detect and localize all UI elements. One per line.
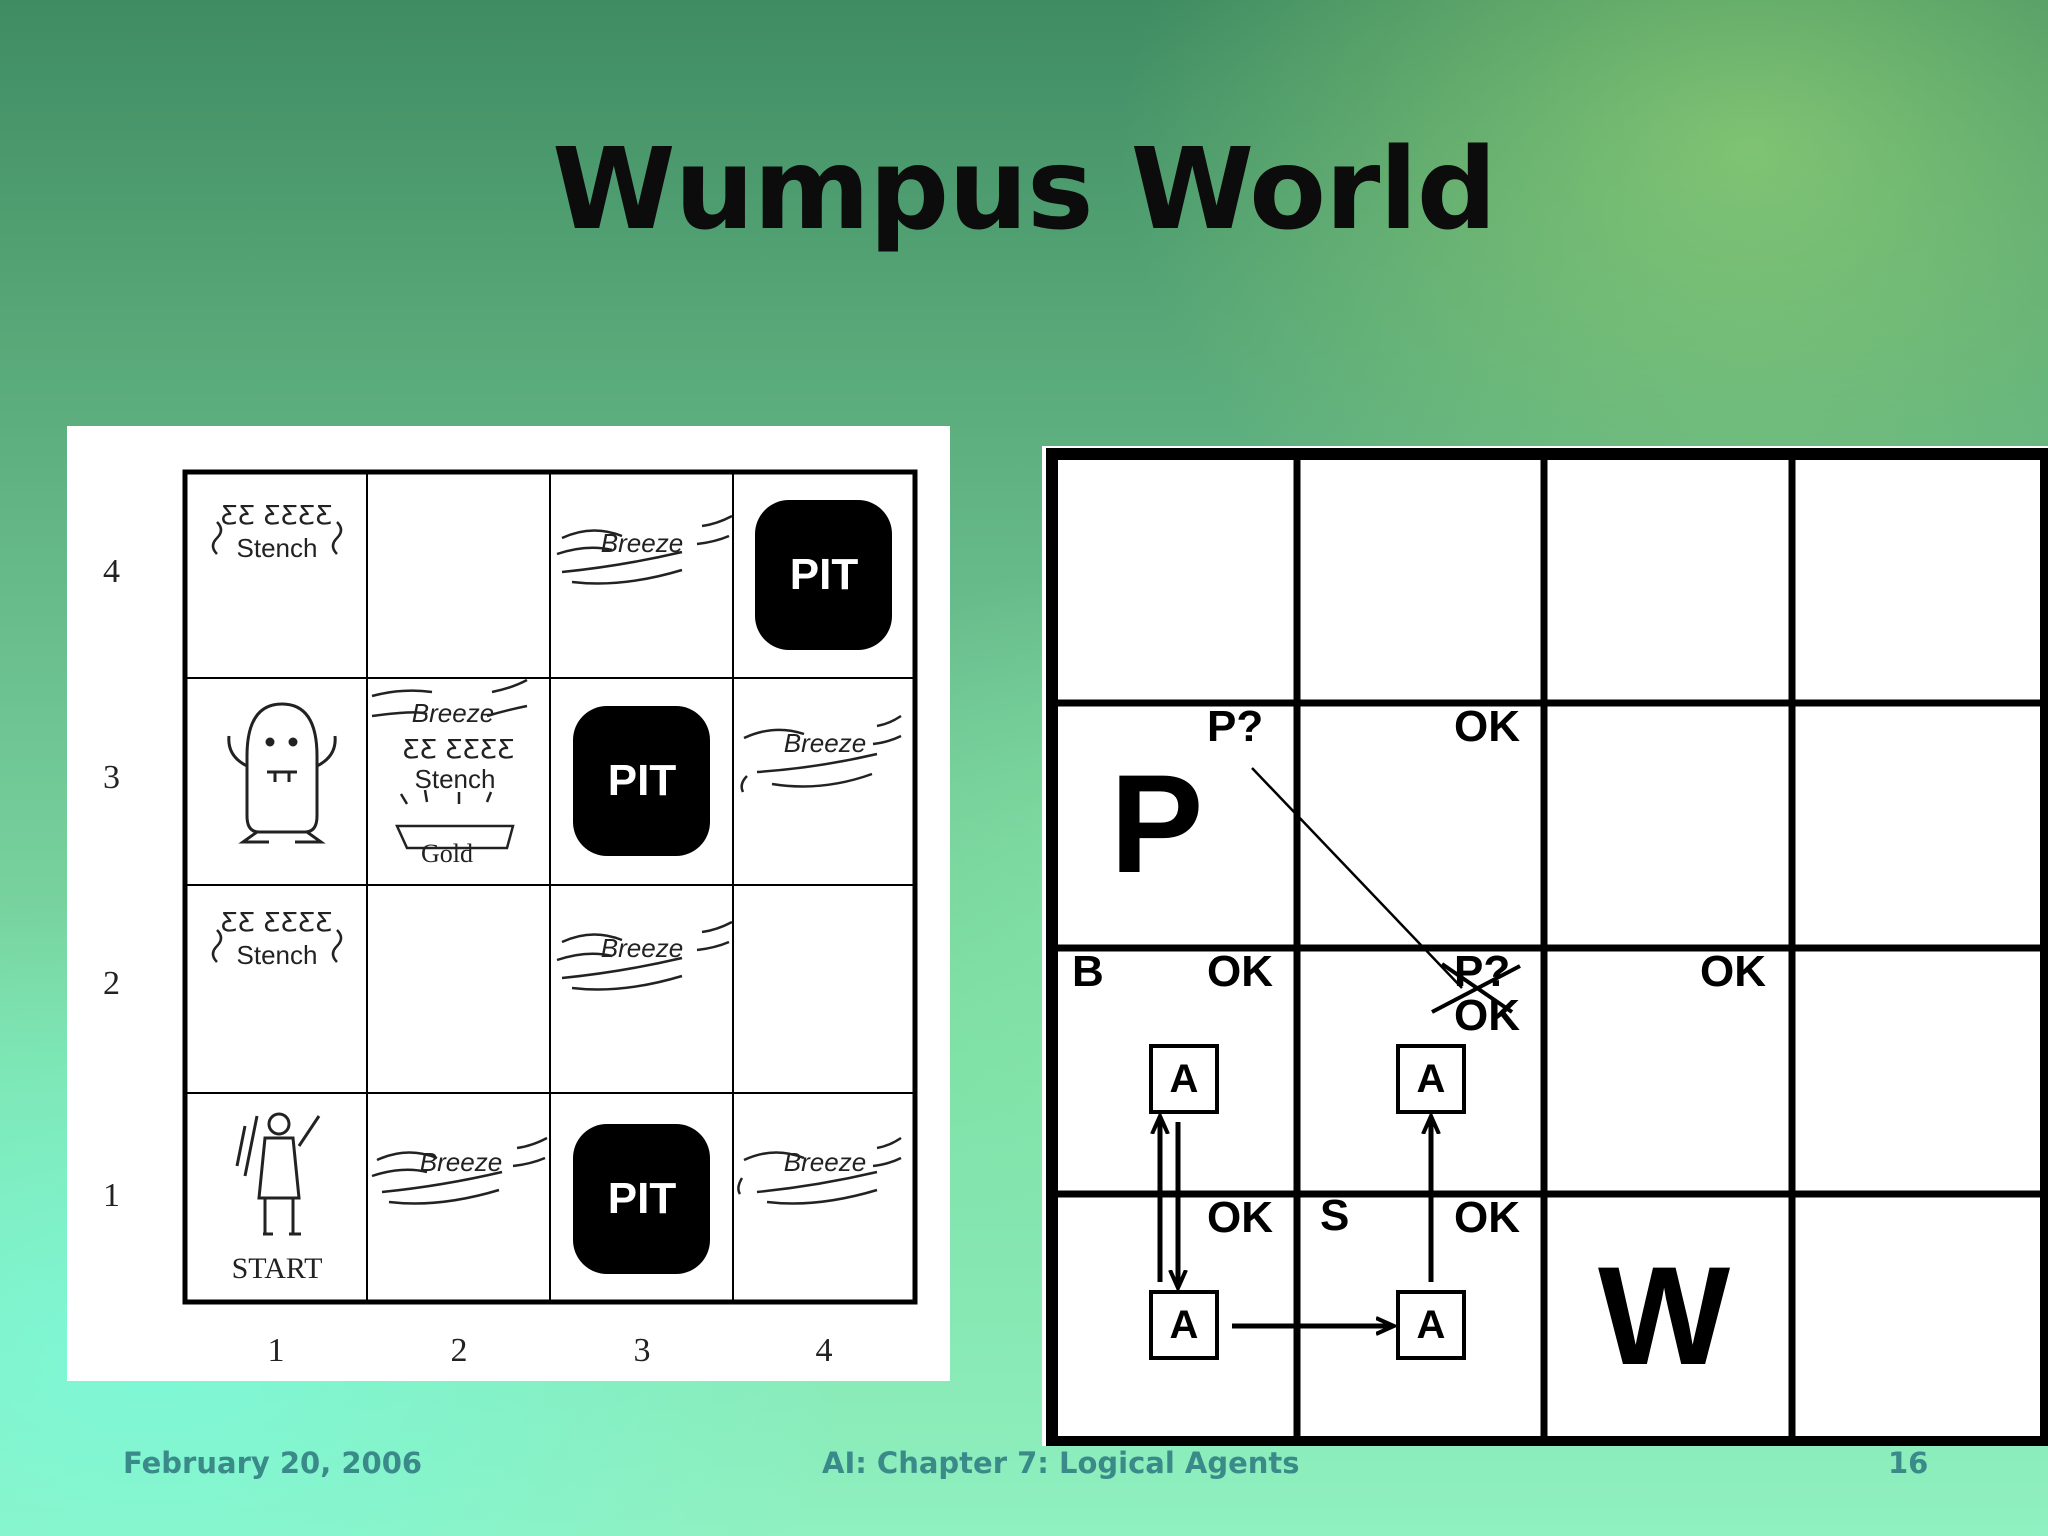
breeze-3-4: Breeze bbox=[556, 514, 733, 585]
possible-pit-label: P? bbox=[1207, 702, 1263, 751]
row-label: 3 bbox=[103, 759, 120, 796]
agent-label: A bbox=[1170, 1303, 1199, 1347]
breeze-label: Breeze bbox=[420, 1147, 502, 1177]
wumpus-marker-W: W bbox=[1598, 1237, 1730, 1394]
agent-start: START bbox=[232, 1112, 323, 1285]
row-label: 4 bbox=[103, 553, 120, 590]
breeze-label: Breeze bbox=[601, 933, 683, 963]
strike-line bbox=[1440, 962, 1514, 1014]
pit-marker-P: P bbox=[1110, 745, 1203, 902]
stench-squiggles: ƸƸ ƸƸƸƸ bbox=[221, 501, 333, 531]
col-label: 1 bbox=[268, 1332, 285, 1369]
col-label: 4 bbox=[816, 1332, 833, 1369]
col-label: 3 bbox=[634, 1332, 651, 1369]
pit-4-4: PIT bbox=[755, 500, 892, 650]
pit-label: PIT bbox=[608, 1174, 677, 1223]
footer-date: February 20, 2006 bbox=[123, 1446, 423, 1480]
slide-title: Wumpus World bbox=[552, 125, 1497, 255]
wumpus-world-figure: 4 3 2 1 1 2 3 4 ƸƸ ƸƸƸƸ Stench bbox=[67, 426, 950, 1381]
agent-label: A bbox=[1417, 1303, 1446, 1347]
knowledge-grid-svg: P P? OK B OK P? OK OK OK S OK W A bbox=[1046, 448, 2048, 1448]
world-grid bbox=[182, 469, 918, 1305]
agent-box-2-1: A bbox=[1396, 1290, 1466, 1360]
agent-box-1-1: A bbox=[1149, 1290, 1219, 1360]
stench-1-2: ƸƸ ƸƸƸƸ Stench bbox=[211, 908, 343, 970]
breeze-label: Breeze bbox=[784, 1147, 866, 1177]
knowledge-grid-lines bbox=[1046, 448, 2048, 1448]
ok-label: OK bbox=[1454, 702, 1520, 751]
breeze-4-3: Breeze bbox=[740, 714, 902, 793]
wumpus-monster bbox=[227, 702, 337, 844]
breeze-label: Breeze bbox=[601, 528, 683, 558]
pit-3-1: PIT bbox=[573, 1124, 710, 1274]
breeze-label: Breeze bbox=[412, 698, 494, 728]
stench-label: Stench bbox=[415, 764, 496, 794]
start-label: START bbox=[232, 1252, 323, 1285]
stench-squiggles: ƸƸ ƸƸƸƸ bbox=[403, 735, 515, 765]
ok-label: OK bbox=[1454, 1193, 1520, 1242]
footer-course: AI: Chapter 7: Logical Agents bbox=[822, 1446, 1300, 1480]
row-label: 1 bbox=[103, 1177, 120, 1214]
stench-marker-S: S bbox=[1320, 1191, 1349, 1240]
ok-label: OK bbox=[1454, 991, 1520, 1040]
pit-label: PIT bbox=[608, 756, 677, 805]
agent-box-1-2: A bbox=[1149, 1044, 1219, 1114]
stench-label: Stench bbox=[237, 533, 318, 563]
gold-label: Gold bbox=[421, 839, 473, 868]
breeze-3-2: Breeze bbox=[556, 920, 733, 991]
inference-line bbox=[1251, 767, 1463, 989]
pit-3-3: PIT bbox=[573, 706, 710, 856]
agent-label: A bbox=[1417, 1057, 1446, 1101]
agent-knowledge-figure: P P? OK B OK P? OK OK OK S OK W A bbox=[1042, 446, 2048, 1448]
ok-label: OK bbox=[1207, 1193, 1273, 1242]
stench-label: Stench bbox=[237, 940, 318, 970]
footer-page-number: 16 bbox=[1888, 1446, 1929, 1480]
row-label: 2 bbox=[103, 965, 120, 1002]
ok-label: OK bbox=[1207, 947, 1273, 996]
breeze-label: Breeze bbox=[784, 728, 866, 758]
col-label: 2 bbox=[451, 1332, 468, 1369]
stench-squiggles: ƸƸ ƸƸƸƸ bbox=[221, 908, 333, 938]
wumpus-world-svg: 4 3 2 1 1 2 3 4 ƸƸ ƸƸƸƸ Stench bbox=[103, 469, 918, 1369]
breeze-2-1: Breeze bbox=[371, 1136, 548, 1205]
breeze-marker-B: B bbox=[1072, 947, 1104, 996]
pit-label: PIT bbox=[790, 550, 859, 599]
ok-label: OK bbox=[1700, 947, 1766, 996]
stench-1-4: ƸƸ ƸƸƸƸ Stench bbox=[211, 501, 343, 563]
agent-label: A bbox=[1170, 1057, 1199, 1101]
agent-box-2-2: A bbox=[1396, 1044, 1466, 1114]
breeze-4-1: Breeze bbox=[737, 1136, 902, 1205]
cell-2-3-gold: Breeze ƸƸ ƸƸƸƸ Stench Gold bbox=[371, 678, 528, 868]
crossed-possible-pit: P? bbox=[1454, 947, 1510, 996]
